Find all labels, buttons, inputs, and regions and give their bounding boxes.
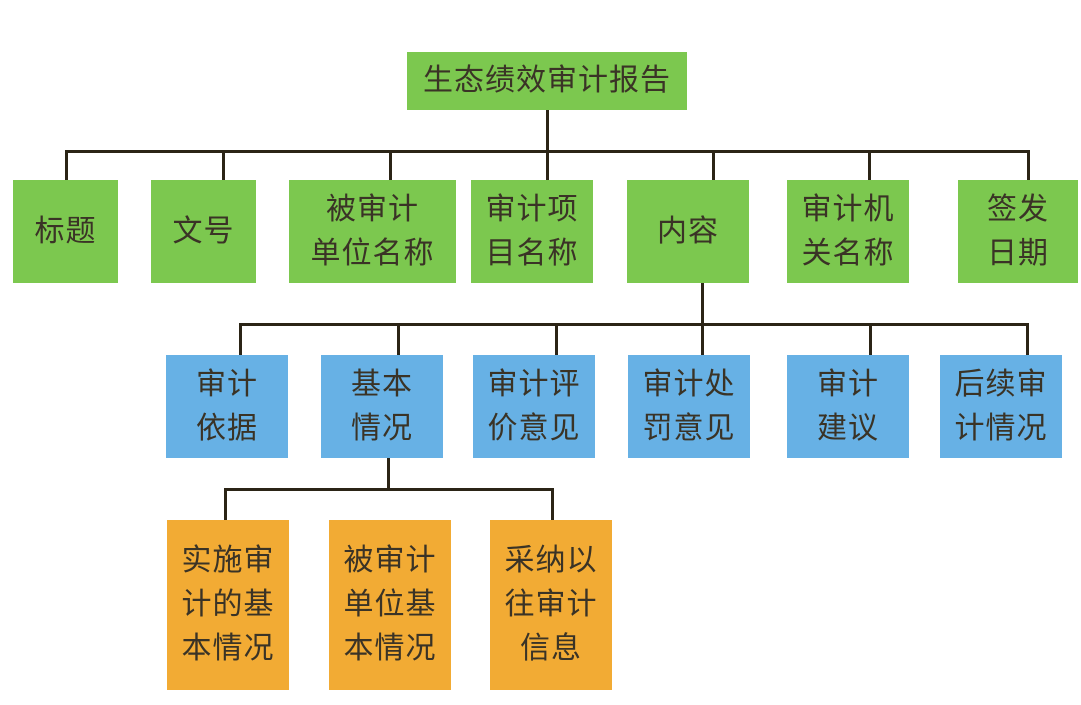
- section-node-project-name: 审计项 目名称: [471, 180, 593, 283]
- connector-line: [239, 323, 1029, 326]
- node-label: 文号: [172, 213, 235, 249]
- basic-node-audited-entity-basic: 被审计 单位基 本情况: [329, 520, 451, 690]
- connector-line: [397, 323, 400, 355]
- connector-line: [551, 488, 554, 520]
- content-node-penalty-opinion: 审计处 罚意见: [628, 355, 750, 458]
- node-label: 审计 建议: [817, 366, 879, 446]
- connector-line: [224, 488, 227, 520]
- node-label: 审计评 价意见: [487, 366, 581, 446]
- connector-line: [869, 323, 872, 355]
- connector-line: [1026, 323, 1029, 355]
- connector-line: [712, 150, 715, 180]
- connector-line: [222, 150, 225, 180]
- section-node-audited-entity: 被审计 单位名称: [289, 180, 456, 283]
- basic-node-prior-audit-info: 采纳以 往审计 信息: [490, 520, 612, 690]
- node-label: 被审计 单位名称: [310, 191, 435, 271]
- connector-line: [546, 110, 549, 152]
- node-label: 标题: [34, 213, 97, 249]
- content-node-basic-situation: 基本 情况: [321, 355, 443, 458]
- connector-line: [389, 150, 392, 180]
- node-label: 基本 情况: [351, 366, 413, 446]
- section-node-content: 内容: [627, 180, 749, 283]
- node-label: 审计机 关名称: [801, 191, 895, 271]
- root-label: 生态绩效审计报告: [423, 63, 671, 98]
- node-label: 被审计 单位基 本情况: [343, 543, 437, 666]
- node-label: 后续审 计情况: [954, 366, 1048, 446]
- connector-line: [546, 150, 549, 180]
- node-label: 实施审 计的基 本情况: [181, 543, 275, 666]
- connector-line: [868, 150, 871, 180]
- root-node: 生态绩效审计报告: [407, 52, 687, 110]
- content-node-audit-basis: 审计 依据: [166, 355, 288, 458]
- section-node-issue-date: 签发 日期: [958, 180, 1078, 283]
- section-node-audit-authority: 审计机 关名称: [787, 180, 909, 283]
- node-label: 审计项 目名称: [485, 191, 579, 271]
- connector-line: [65, 150, 68, 180]
- content-node-audit-suggestion: 审计 建议: [787, 355, 909, 458]
- node-label: 签发 日期: [987, 191, 1049, 271]
- connector-line: [224, 488, 554, 491]
- basic-node-implementation: 实施审 计的基 本情况: [167, 520, 289, 690]
- node-label: 采纳以 往审计 信息: [504, 543, 598, 666]
- node-label: 审计 依据: [196, 366, 258, 446]
- content-node-follow-up: 后续审 计情况: [940, 355, 1062, 458]
- connector-line: [701, 283, 704, 355]
- connector-line: [1027, 150, 1030, 180]
- node-label: 内容: [657, 213, 719, 249]
- node-label: 审计处 罚意见: [642, 366, 736, 446]
- connector-line: [239, 323, 242, 355]
- section-node-doc-number: 文号: [151, 180, 256, 283]
- section-node-title: 标题: [13, 180, 118, 283]
- connector-line: [555, 323, 558, 355]
- content-node-evaluation-opinion: 审计评 价意见: [473, 355, 595, 458]
- connector-line: [387, 458, 390, 490]
